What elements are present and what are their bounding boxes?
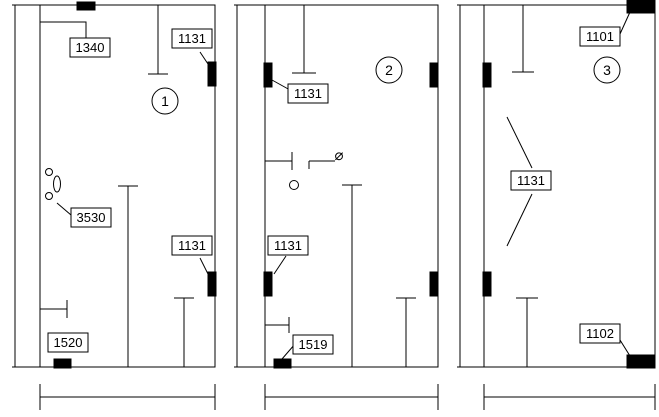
bottom-hardware xyxy=(53,358,72,369)
leader-line xyxy=(199,51,209,65)
door-outline xyxy=(483,4,656,368)
keyhole-icon xyxy=(45,168,53,176)
top-pivot-icon xyxy=(626,0,656,14)
bottom-pivot-icon xyxy=(626,354,656,369)
leader-line xyxy=(506,193,533,247)
panel-number-circle xyxy=(151,87,179,115)
leader-line xyxy=(273,255,287,275)
panel-number-circle xyxy=(375,56,403,84)
panel-1 xyxy=(12,1,217,410)
panel-number-circle xyxy=(593,56,621,84)
leader-line xyxy=(199,257,209,275)
hinge-icon xyxy=(207,61,217,87)
callout-box xyxy=(579,323,621,344)
callout-box xyxy=(70,207,112,228)
callout-label: 3530 xyxy=(77,210,106,225)
leader-line xyxy=(40,21,87,38)
knob-icon xyxy=(289,180,299,190)
hinge-icon xyxy=(429,62,439,88)
callout-box xyxy=(510,170,552,191)
leader-line xyxy=(56,202,72,216)
callout-box xyxy=(171,235,213,256)
hinge-icon xyxy=(263,271,273,297)
callout-label: 1340 xyxy=(76,40,105,55)
hinge-icon xyxy=(482,62,492,88)
callout-label: 1102 xyxy=(586,326,614,341)
handle-icon xyxy=(53,175,61,193)
hinge-icon xyxy=(263,62,273,88)
callout-box xyxy=(69,37,111,58)
callout-label: 1131 xyxy=(294,86,322,101)
callout-label: 1131 xyxy=(517,173,545,188)
callout-box xyxy=(47,332,89,353)
panel-number: 2 xyxy=(385,62,393,78)
panel-2 xyxy=(234,4,439,410)
panel-3 xyxy=(457,0,656,410)
callout-box xyxy=(267,235,309,256)
callout-label: 1519 xyxy=(299,337,328,352)
callout-box xyxy=(287,83,329,104)
top-hardware xyxy=(76,1,96,11)
callout-label: 1101 xyxy=(586,29,614,44)
keyhole-icon xyxy=(45,192,53,200)
panel-number: 1 xyxy=(161,93,169,109)
bottom-hardware xyxy=(273,358,292,369)
leader-line xyxy=(506,116,533,169)
diameter-symbol: ⌀ xyxy=(334,147,343,164)
leader-line xyxy=(271,79,291,91)
hinge-icon xyxy=(429,271,439,297)
hinge-icon xyxy=(207,271,217,297)
panel-number: 3 xyxy=(603,62,611,78)
leader-line xyxy=(619,11,631,35)
callout-label: 1131 xyxy=(274,238,302,253)
callout-label: 1131 xyxy=(178,238,206,253)
hinge-icon xyxy=(482,271,492,297)
callout-label: 1520 xyxy=(54,335,83,350)
callout-box xyxy=(579,26,621,47)
callout-box xyxy=(171,28,213,49)
callout-box xyxy=(292,334,334,355)
leader-line xyxy=(619,339,631,357)
callout-label: 1131 xyxy=(178,31,206,46)
